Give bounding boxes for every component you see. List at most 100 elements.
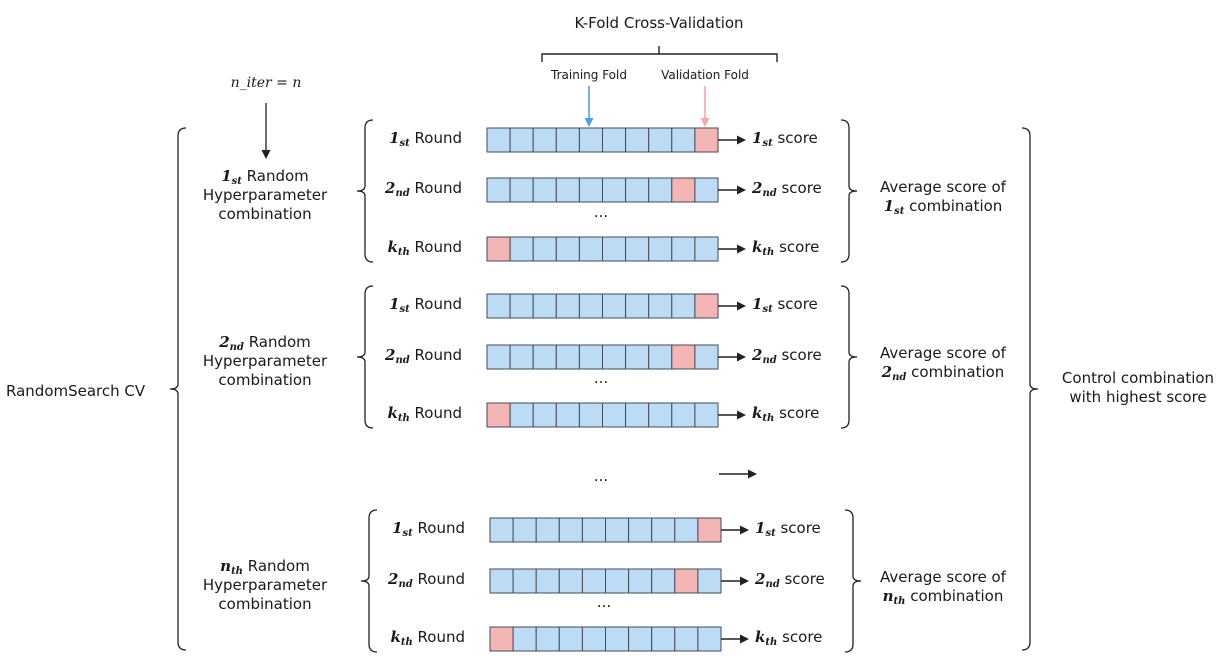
ordinal-number: 2 — [755, 570, 766, 588]
training-fold-cell — [602, 402, 627, 428]
round-score-label: kth score — [752, 404, 820, 424]
round-score-label: kth score — [755, 628, 822, 648]
training-fold-cell — [532, 293, 557, 319]
training-fold-cell — [509, 177, 534, 203]
round-score-label: 2nd score — [752, 179, 822, 199]
ordinal: 1st — [221, 167, 242, 187]
label-text: score — [779, 404, 820, 422]
training-fold-cell — [532, 402, 557, 428]
label-text: score — [779, 238, 820, 256]
combination-label-line3: combination — [218, 371, 312, 389]
training-fold-cell — [535, 568, 560, 594]
ordinal-number: k — [390, 628, 401, 646]
training-fold-cell — [512, 517, 537, 543]
group-ellipsis-arrowhead — [748, 469, 757, 479]
training-fold-cell — [697, 568, 722, 594]
ordinal: 1st — [389, 295, 410, 315]
ordinal-number: k — [387, 404, 398, 422]
ordinal-number: k — [752, 404, 763, 422]
training-fold-cell — [602, 344, 627, 370]
ordinal: kth — [390, 628, 412, 648]
ordinal-suffix: th — [762, 413, 775, 424]
training-fold-cell — [625, 127, 650, 153]
round-score-label: kth score — [752, 238, 820, 258]
training-fold-cell — [581, 517, 607, 543]
label-text: Round — [414, 346, 462, 364]
label-text: Random — [247, 557, 310, 575]
ordinal: 2nd — [752, 179, 777, 199]
label-text: combination — [910, 587, 1004, 605]
label-text: score — [784, 570, 825, 588]
training-fold-cell — [625, 344, 650, 370]
round-score-arrowhead — [740, 576, 749, 586]
training-fold-cell — [512, 568, 537, 594]
round-score-label: 2nd score — [755, 570, 825, 590]
ordinal: 2nd — [755, 570, 780, 590]
training-fold-cell — [625, 293, 650, 319]
round-label: kth Round — [387, 238, 462, 258]
training-fold-cell — [578, 344, 604, 370]
ordinal-number: k — [752, 238, 763, 256]
training-fold-cell — [489, 517, 514, 543]
validation-fold-cell — [671, 177, 696, 203]
ordinal: nth — [220, 557, 243, 577]
training-fold-cell — [605, 568, 630, 594]
training-fold-cell — [628, 517, 653, 543]
randomsearch-cv-label: RandomSearch CV — [6, 382, 146, 400]
training-fold-label: Training Fold — [551, 68, 627, 82]
ordinal-number: k — [387, 238, 398, 256]
ordinal-suffix: st — [894, 206, 905, 217]
label-text: Random — [248, 333, 311, 351]
training-fold-cell — [694, 177, 719, 203]
ordinal-suffix: st — [399, 304, 410, 315]
ordinal-suffix: th — [762, 247, 775, 258]
scores-right-brace-3 — [844, 509, 862, 653]
label-text: score — [781, 179, 822, 197]
round-label: 1st Round — [389, 129, 462, 149]
label-text: Round — [417, 570, 465, 588]
ordinal-suffix: nd — [395, 188, 410, 199]
label-text: score — [777, 129, 818, 147]
ordinal-number: 2 — [385, 179, 396, 197]
ordinal-suffix: st — [399, 138, 410, 149]
ordinal: 2nd — [752, 346, 777, 366]
training-fold-cell — [648, 236, 673, 262]
ordinal-number: 2 — [219, 333, 230, 351]
round-label: 2nd Round — [388, 570, 465, 590]
training-fold-cell — [578, 402, 604, 428]
ordinal-suffix: st — [765, 528, 776, 539]
round-score-arrowhead — [737, 135, 746, 145]
control-combination-label: Control combination — [1061, 369, 1215, 387]
training-fold-cell — [605, 626, 630, 652]
round-score-label: 1st score — [752, 295, 818, 315]
training-fold-cell — [555, 177, 580, 203]
training-fold-cell — [648, 344, 673, 370]
ordinal-number: 2 — [752, 179, 763, 197]
training-fold-arrowhead — [584, 118, 594, 127]
training-fold-cell — [535, 517, 560, 543]
training-fold-cell — [509, 127, 534, 153]
n-iter-label: n_iter = n — [230, 75, 302, 91]
round-label: kth Round — [390, 628, 465, 648]
ordinal-suffix: st — [762, 304, 773, 315]
ordinal: kth — [755, 628, 778, 648]
training-fold-cell — [555, 236, 580, 262]
label-text: Round — [414, 238, 462, 256]
ordinal: 2nd — [881, 363, 907, 383]
ordinal-number: k — [755, 628, 766, 646]
ordinal-number: 1 — [755, 519, 766, 537]
round-label: kth Round — [387, 404, 462, 424]
average-score-label-line2: 1st combination — [884, 197, 1003, 217]
training-fold-cell — [648, 402, 673, 428]
round-score-label: 1st score — [752, 129, 818, 149]
randomsearch-left-brace — [169, 127, 187, 651]
ordinal-number: 1 — [752, 295, 763, 313]
ordinal-number: 2 — [881, 363, 893, 381]
round-score-label: 1st score — [755, 519, 821, 539]
training-fold-cell — [625, 177, 650, 203]
ordinal-suffix: th — [765, 637, 778, 648]
validation-fold-cell — [671, 344, 696, 370]
group-ellipsis: ... — [593, 467, 609, 485]
ordinal-suffix: nd — [892, 372, 907, 383]
